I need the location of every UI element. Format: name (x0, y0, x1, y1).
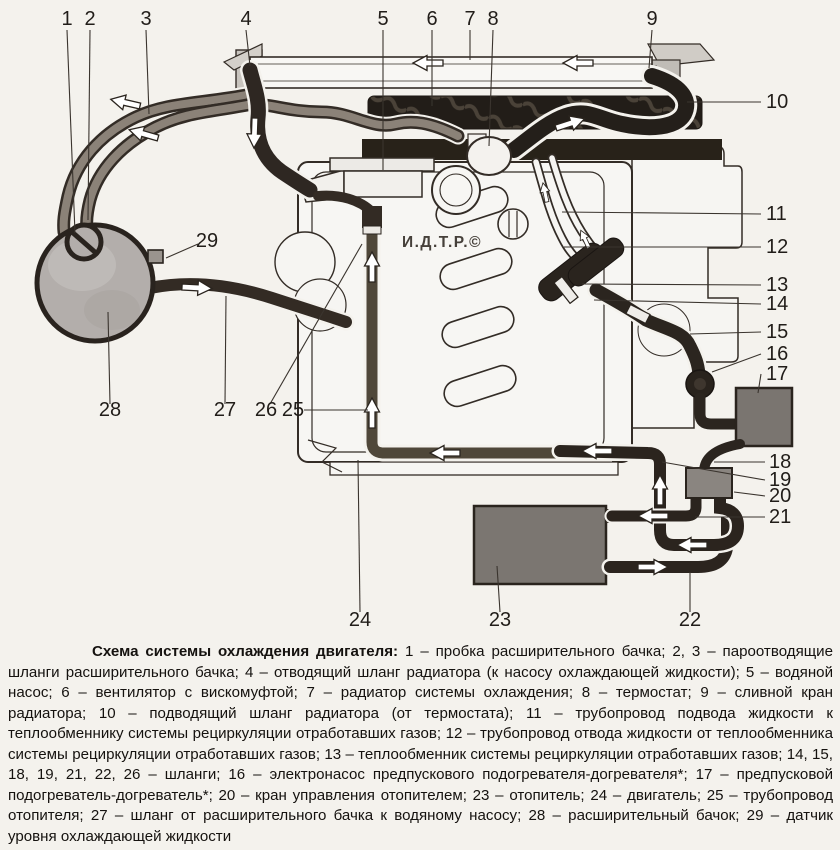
callout-14: 14 (766, 293, 788, 315)
heater-pipe (313, 190, 612, 462)
callout-leader-27 (224, 295, 227, 405)
pump-to-preheater-hose (694, 392, 746, 430)
callout-leader-3 (145, 29, 150, 115)
callout-leader-15 (689, 331, 762, 335)
callout-leader-19 (661, 461, 766, 481)
callout-leader-4 (245, 29, 251, 67)
callout-leader-26 (269, 243, 363, 405)
callout-leader-14 (593, 299, 762, 305)
callout-leader-17 (757, 373, 762, 394)
radiator (222, 43, 716, 91)
callout-18: 18 (769, 451, 791, 473)
heater-unit (472, 504, 618, 586)
thermostat (466, 133, 512, 176)
oil-pan (329, 461, 619, 476)
callout-29: 29 (196, 230, 218, 252)
callout-leader-8 (488, 29, 494, 147)
heater-pipe-connector-26 (362, 206, 382, 228)
callout-17: 17 (766, 363, 788, 385)
callout-5: 5 (377, 8, 388, 30)
callout-15: 15 (766, 321, 788, 343)
callout-leader-28 (107, 311, 111, 405)
hose-connector (625, 303, 651, 325)
callout-19: 19 (769, 469, 791, 491)
publisher-watermark: И.Д.Т.Р.© (402, 234, 482, 251)
radiator-outlet-hose (240, 60, 320, 200)
callout-2: 2 (84, 8, 95, 30)
callout-28: 28 (99, 399, 121, 421)
oil-filler-cap (497, 208, 529, 240)
callout-8: 8 (487, 8, 498, 30)
callout-leader-23 (496, 565, 501, 613)
preheater-unit (734, 386, 794, 448)
callout-9: 9 (646, 8, 657, 30)
head-dark-strip (362, 139, 722, 160)
callout-3: 3 (140, 8, 151, 30)
expansion-tank (34, 222, 164, 344)
preheater-electric-pump (685, 369, 715, 399)
callout-7: 7 (464, 8, 475, 30)
callout-leader-11 (561, 211, 762, 215)
egr-heat-exchanger (538, 237, 625, 305)
bell-housing (631, 145, 743, 429)
callout-4: 4 (240, 8, 251, 30)
heater-control-valve (685, 467, 733, 499)
callout-leader-20 (733, 491, 766, 497)
tank-cap (64, 222, 104, 262)
caption-title: Схема системы охлаждения двигателя: (92, 643, 399, 660)
callout-13: 13 (766, 274, 788, 296)
radiator-bracket-left (222, 43, 263, 71)
cooling-system-diagram: И.Д.Т.Р.© (34, 8, 794, 631)
radiator-supply-hose (503, 65, 698, 161)
callout-leader-16 (711, 353, 762, 373)
figure-caption: Схема системы охлаждения двигателя: 1 – … (0, 632, 840, 847)
callout-leader-24 (357, 459, 361, 613)
callout-26: 26 (255, 399, 277, 421)
callout-22: 22 (679, 609, 701, 631)
callout-25: 25 (282, 399, 304, 421)
callout-24: 24 (349, 609, 371, 631)
preheater-supply-hoses (587, 281, 708, 383)
callout-10: 10 (766, 91, 788, 113)
callout-6: 6 (426, 8, 437, 30)
callout-leader-1 (66, 29, 76, 234)
callout-23: 23 (489, 609, 511, 631)
engine-block: И.Д.Т.Р.© (274, 145, 743, 476)
coolant-level-sensor (147, 249, 164, 264)
callout-12: 12 (766, 236, 788, 258)
callout-11: 11 (766, 203, 787, 225)
callout-16: 16 (766, 343, 788, 365)
callout-20: 20 (769, 485, 791, 507)
callout-leader-13 (581, 283, 762, 286)
pump-pulley (431, 165, 481, 215)
callout-leader-2 (87, 29, 91, 221)
callout-1: 1 (61, 8, 72, 30)
valve-to-heater-hose (604, 488, 704, 524)
callout-leader-9 (648, 29, 653, 69)
callout-27: 27 (214, 399, 236, 421)
callout-leader-29 (165, 243, 199, 259)
callout-21: 21 (769, 506, 791, 528)
caption-legend: 1 – пробка расширительного бачка; 2, 3 –… (8, 643, 833, 845)
